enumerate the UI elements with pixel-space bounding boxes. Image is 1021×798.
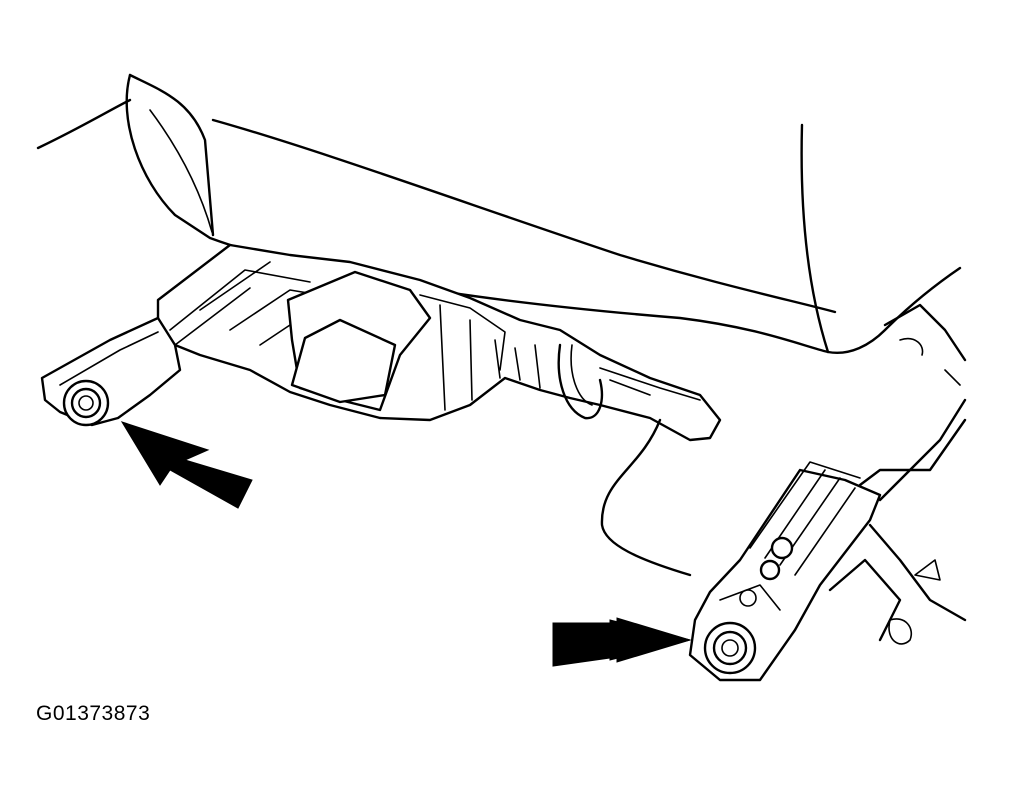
seat-track-assembly [156,243,722,577]
seat-cushion [36,73,962,354]
double-arrow-icon [552,617,692,667]
figure-id-label: G01373873 [36,702,151,725]
right-mounting-rail [688,303,967,682]
double-arrow-icon [120,421,253,509]
left-mounting-bracket [40,316,182,427]
